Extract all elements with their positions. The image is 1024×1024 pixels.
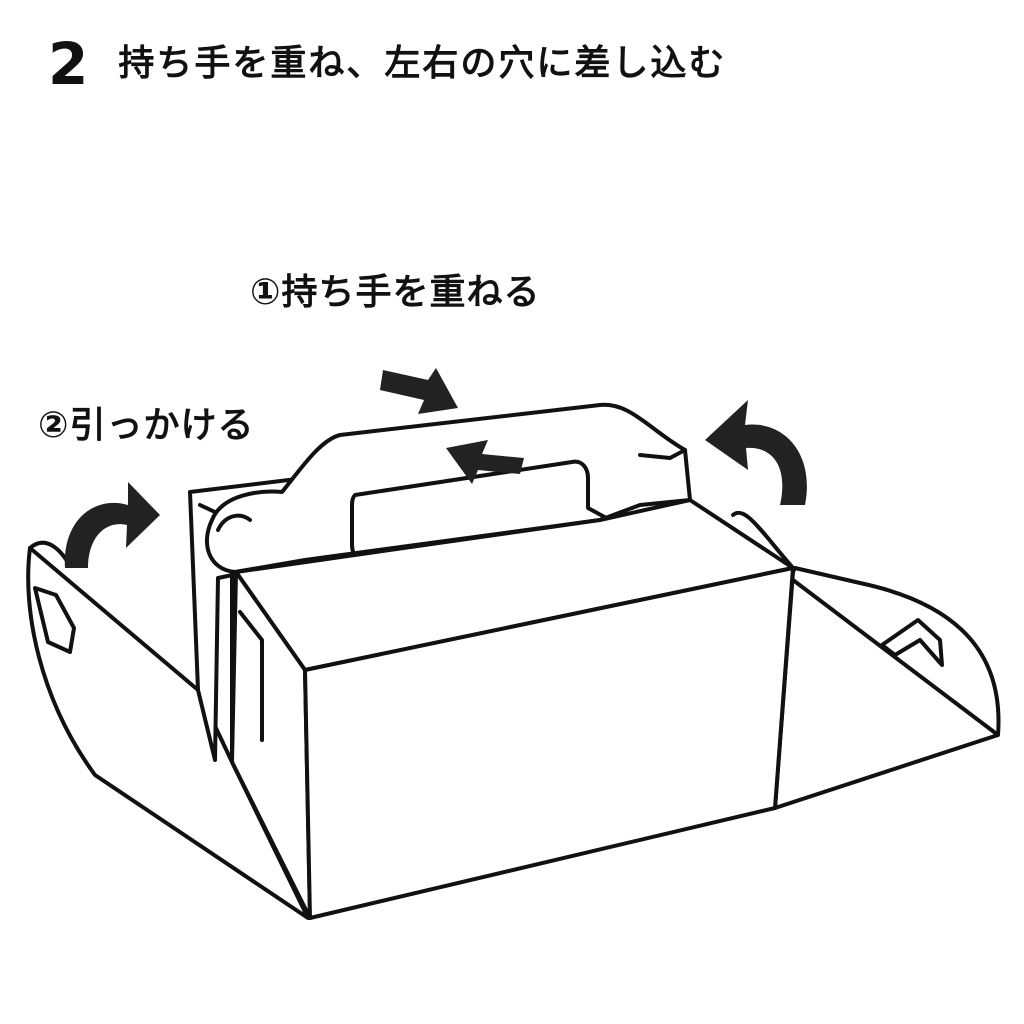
box-front-face	[303, 566, 795, 920]
callout-overlap-handles: ①持ち手を重ねる	[250, 272, 541, 313]
step-number: 2	[48, 30, 89, 98]
curved-arrow-left-icon	[64, 482, 160, 568]
curved-arrow-right-icon	[705, 400, 807, 505]
arrow-push-down-icon	[380, 368, 458, 414]
left-side-flap	[26, 540, 310, 920]
step-title: 持ち手を重ね、左右の穴に差し込む	[118, 43, 727, 84]
callout-hook: ②引っかける	[38, 405, 255, 446]
step-header: 2 持ち手を重ね、左右の穴に差し込む	[48, 24, 726, 104]
right-side-flap	[773, 566, 1001, 810]
right-inner-tab	[731, 511, 795, 570]
arrow-push-up-icon	[446, 440, 524, 484]
